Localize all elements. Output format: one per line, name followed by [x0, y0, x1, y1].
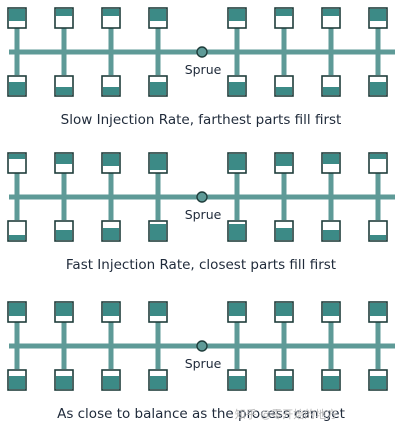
- bottom-cavity-fill: [370, 82, 386, 95]
- branch-runner: [14, 321, 20, 369]
- branch-runner: [61, 172, 67, 220]
- bottom-cavity-fill: [56, 376, 72, 389]
- sprue-marker: [196, 191, 208, 203]
- top-cavity-fill: [323, 9, 339, 16]
- branch-runner: [108, 321, 114, 369]
- branch-runner: [14, 172, 20, 220]
- branch-runner: [328, 27, 334, 75]
- bottom-cavity-fill: [9, 376, 25, 389]
- top-cavity-fill: [9, 154, 25, 159]
- branch-runner: [61, 27, 67, 75]
- bottom-cavity-fill: [9, 82, 25, 95]
- branch-runner: [281, 321, 287, 369]
- sprue-label: Sprue: [185, 62, 222, 77]
- branch-runner: [328, 321, 334, 369]
- bottom-cavity-fill: [9, 235, 25, 240]
- top-cavity-fill: [276, 9, 292, 16]
- branch-runner: [234, 321, 240, 369]
- bottom-cavity-fill: [323, 230, 339, 240]
- top-cavity-fill: [103, 154, 119, 166]
- branch-runner: [108, 172, 114, 220]
- sprue-label: Sprue: [185, 356, 222, 371]
- branch-runner: [155, 321, 161, 369]
- top-cavity-fill: [56, 154, 72, 164]
- bottom-cavity-fill: [229, 82, 245, 95]
- bottom-cavity-fill: [150, 224, 166, 240]
- bottom-cavity-fill: [276, 87, 292, 95]
- top-cavity-fill: [9, 9, 25, 21]
- top-cavity-fill: [276, 303, 292, 316]
- panel-3: Sprue As close to balance as the process …: [7, 301, 395, 422]
- bottom-cavity-fill: [229, 376, 245, 389]
- branch-runner: [234, 27, 240, 75]
- top-cavity-fill: [103, 9, 119, 16]
- branch-runner: [375, 27, 381, 75]
- sprue-label: Sprue: [185, 207, 222, 222]
- top-cavity-fill: [370, 9, 386, 21]
- top-cavity-fill: [150, 154, 166, 170]
- top-cavity-fill: [370, 154, 386, 159]
- top-cavity-fill: [150, 9, 166, 21]
- panel-caption: Slow Injection Rate, farthest parts fill…: [61, 112, 342, 128]
- branch-runner: [155, 172, 161, 220]
- branch-runner: [14, 27, 20, 75]
- top-cavity-fill: [229, 9, 245, 21]
- bottom-cavity-fill: [370, 235, 386, 240]
- top-cavity-fill: [370, 303, 386, 316]
- bottom-cavity-fill: [370, 376, 386, 389]
- top-cavity-fill: [276, 154, 292, 166]
- top-cavity-fill: [103, 303, 119, 316]
- sprue-marker: [196, 46, 208, 58]
- branch-runner: [328, 172, 334, 220]
- branch-runner: [155, 27, 161, 75]
- top-cavity-fill: [9, 303, 25, 316]
- bottom-cavity-fill: [56, 87, 72, 95]
- branch-runner: [375, 321, 381, 369]
- bottom-cavity-fill: [103, 87, 119, 95]
- branch-runner: [375, 172, 381, 220]
- bottom-cavity-fill: [229, 224, 245, 240]
- panel-caption: Fast Injection Rate, closest parts fill …: [66, 257, 336, 273]
- bottom-cavity-fill: [276, 376, 292, 389]
- bottom-cavity-fill: [103, 228, 119, 240]
- branch-runner: [281, 27, 287, 75]
- branch-runner: [281, 172, 287, 220]
- bottom-cavity-fill: [103, 376, 119, 389]
- bottom-cavity-fill: [150, 376, 166, 389]
- branch-runner: [234, 172, 240, 220]
- top-cavity-fill: [56, 9, 72, 16]
- panel-caption: As close to balance as the process can g…: [57, 406, 345, 422]
- top-cavity-fill: [150, 303, 166, 316]
- branch-runner: [61, 321, 67, 369]
- top-cavity-fill: [56, 303, 72, 316]
- sprue-marker: [196, 340, 208, 352]
- branch-runner: [108, 27, 114, 75]
- top-cavity-fill: [229, 303, 245, 316]
- bottom-cavity-fill: [276, 228, 292, 240]
- watermark-text: 知乎 @零开始的地方: [235, 407, 338, 421]
- bottom-cavity-fill: [56, 230, 72, 240]
- top-cavity-fill: [323, 303, 339, 316]
- bottom-cavity-fill: [323, 376, 339, 389]
- top-cavity-fill: [323, 154, 339, 164]
- bottom-cavity-fill: [150, 82, 166, 95]
- bottom-cavity-fill: [323, 87, 339, 95]
- top-cavity-fill: [229, 154, 245, 170]
